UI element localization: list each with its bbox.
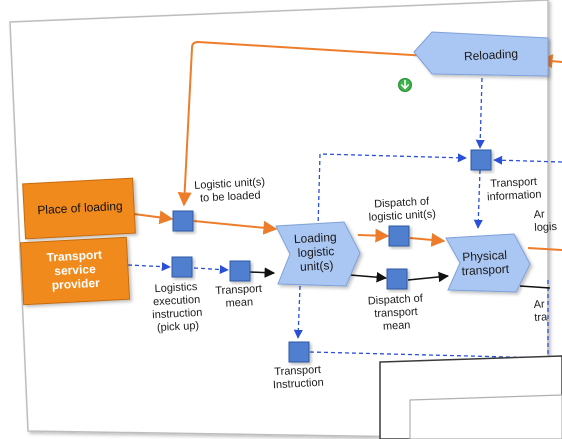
- green-down-arrow-icon[interactable]: [398, 78, 412, 92]
- dispatch-to-physical-line: [409, 232, 446, 247]
- info-to-physical-line: [473, 169, 483, 229]
- instruction-to-right-line: [309, 351, 549, 359]
- reloading-process[interactable]: [413, 31, 549, 77]
- transport-information-label: Transport information: [486, 175, 542, 204]
- transport-instruction-label: Transport Instruction: [272, 363, 324, 392]
- physical-to-right-black-line: [519, 285, 551, 289]
- dispatch-logistic-units-label: Dispatch of logistic unit(s): [368, 195, 437, 224]
- instruction-to-mean-line: [193, 264, 229, 275]
- logistic-units-to-be-loaded-node[interactable]: [172, 210, 194, 232]
- transport-service-provider-label: Transport service provider: [46, 247, 103, 293]
- place-of-loading-box[interactable]: [22, 177, 136, 240]
- logistics-execution-instruction-node[interactable]: [171, 256, 193, 278]
- logistic-units-to-be-loaded-label: Logistic unit(s) to be loaded: [193, 176, 266, 205]
- dispatch-logistic-units-node[interactable]: [388, 225, 410, 247]
- transport-service-provider-box[interactable]: [19, 236, 131, 306]
- transport-mean-label: Transport mean: [215, 282, 263, 310]
- physical-to-right-orange-line: [527, 247, 562, 251]
- right-to-info-line: [493, 155, 562, 165]
- mean-to-loading-line: [249, 267, 276, 278]
- transport-mean-node[interactable]: [229, 260, 251, 282]
- physical-transport-label: Physical transport: [461, 247, 510, 279]
- loading-logistic-unit-label: Loading logistic unit(s): [293, 229, 337, 274]
- transport-instruction-node[interactable]: [288, 341, 310, 363]
- dispatch-transport-mean-node[interactable]: [386, 268, 408, 290]
- reloading-to-info-line: [475, 77, 485, 149]
- dispatch-transport-mean-label: Dispatch of transport mean: [367, 292, 424, 333]
- provider-to-instruction-line: [127, 262, 171, 272]
- reloading-to-node-line: [177, 40, 429, 207]
- loading-logistic-unit-process[interactable]: [275, 221, 361, 287]
- loading-up-to-info-line: [317, 153, 467, 229]
- transport-information-node[interactable]: [470, 149, 492, 171]
- loading-down-to-instruction-line: [293, 285, 303, 339]
- dispatch-mean-to-physical-line: [407, 271, 450, 283]
- paper-sheet: [9, 0, 549, 439]
- loading-to-dispatch-mean-line: [349, 271, 388, 283]
- node-to-loading-line: [193, 220, 278, 235]
- physical-transport-process[interactable]: [445, 233, 531, 293]
- place-to-node-line: [133, 210, 174, 225]
- cut-off-top-label: Ar logis: [533, 208, 558, 235]
- cut-off-bottom-label: Ar tra: [533, 298, 548, 325]
- overlay-window: [379, 355, 562, 439]
- loading-to-dispatch-line: [357, 228, 390, 243]
